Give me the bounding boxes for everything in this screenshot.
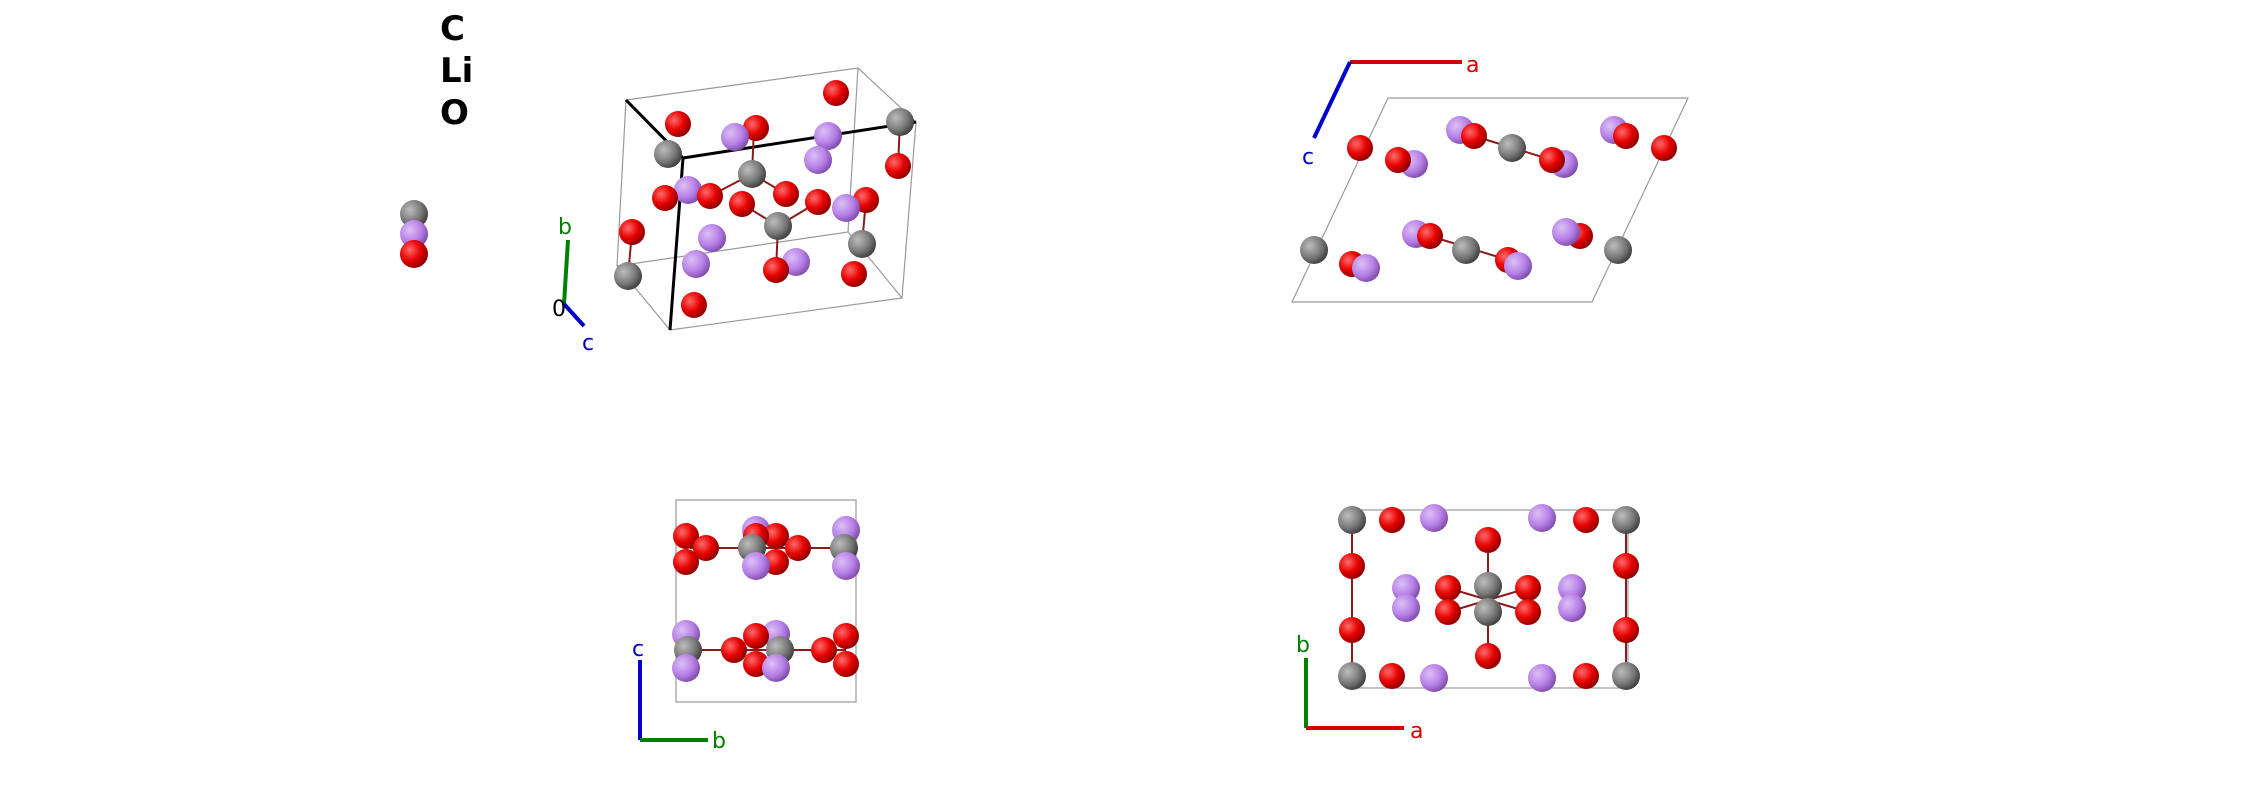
legend-oxygen-atom	[400, 240, 428, 268]
perspective-axis-indicator: b 0 c	[552, 215, 594, 356]
perspective-view: b 0 c	[552, 67, 918, 356]
top-right-bonds	[1429, 135, 1553, 261]
perspective-atoms	[614, 80, 914, 318]
element-legend: C Li O	[440, 8, 473, 134]
bottom-left-view: c b	[632, 499, 860, 754]
legend-carbon-atom	[400, 200, 428, 228]
legend-oxygen: O	[440, 93, 469, 133]
top-right-axis-indicator: a c	[1302, 53, 1479, 170]
bottom-left-unit-cell	[675, 499, 857, 703]
axis-label-a: a	[1466, 53, 1479, 78]
axis-label-c: c	[632, 637, 644, 662]
axis-label-b: b	[712, 729, 726, 754]
axis-label-b: b	[558, 215, 572, 240]
legend-carbon: C	[440, 9, 465, 49]
legend-atom-stack	[400, 200, 428, 268]
axis-label-c: c	[1302, 145, 1314, 170]
top-right-atoms	[1300, 116, 1677, 282]
bottom-right-atoms	[1338, 504, 1640, 692]
legend-lithium-atom	[400, 220, 428, 248]
top-right-unit-cell	[1291, 97, 1689, 303]
axis-label-a: a	[1410, 719, 1423, 744]
top-right-view: a c	[1291, 53, 1689, 303]
bottom-left-atoms	[672, 516, 860, 682]
legend-lithium: Li	[440, 51, 474, 91]
bottom-left-axis-indicator: c b	[632, 637, 726, 754]
axis-label-c: c	[582, 331, 594, 356]
bottom-right-axis-indicator: b a	[1296, 633, 1423, 744]
axis-label-origin: 0	[552, 297, 566, 322]
axis-label-b: b	[1296, 633, 1310, 658]
bottom-right-view: b a	[1296, 504, 1640, 744]
